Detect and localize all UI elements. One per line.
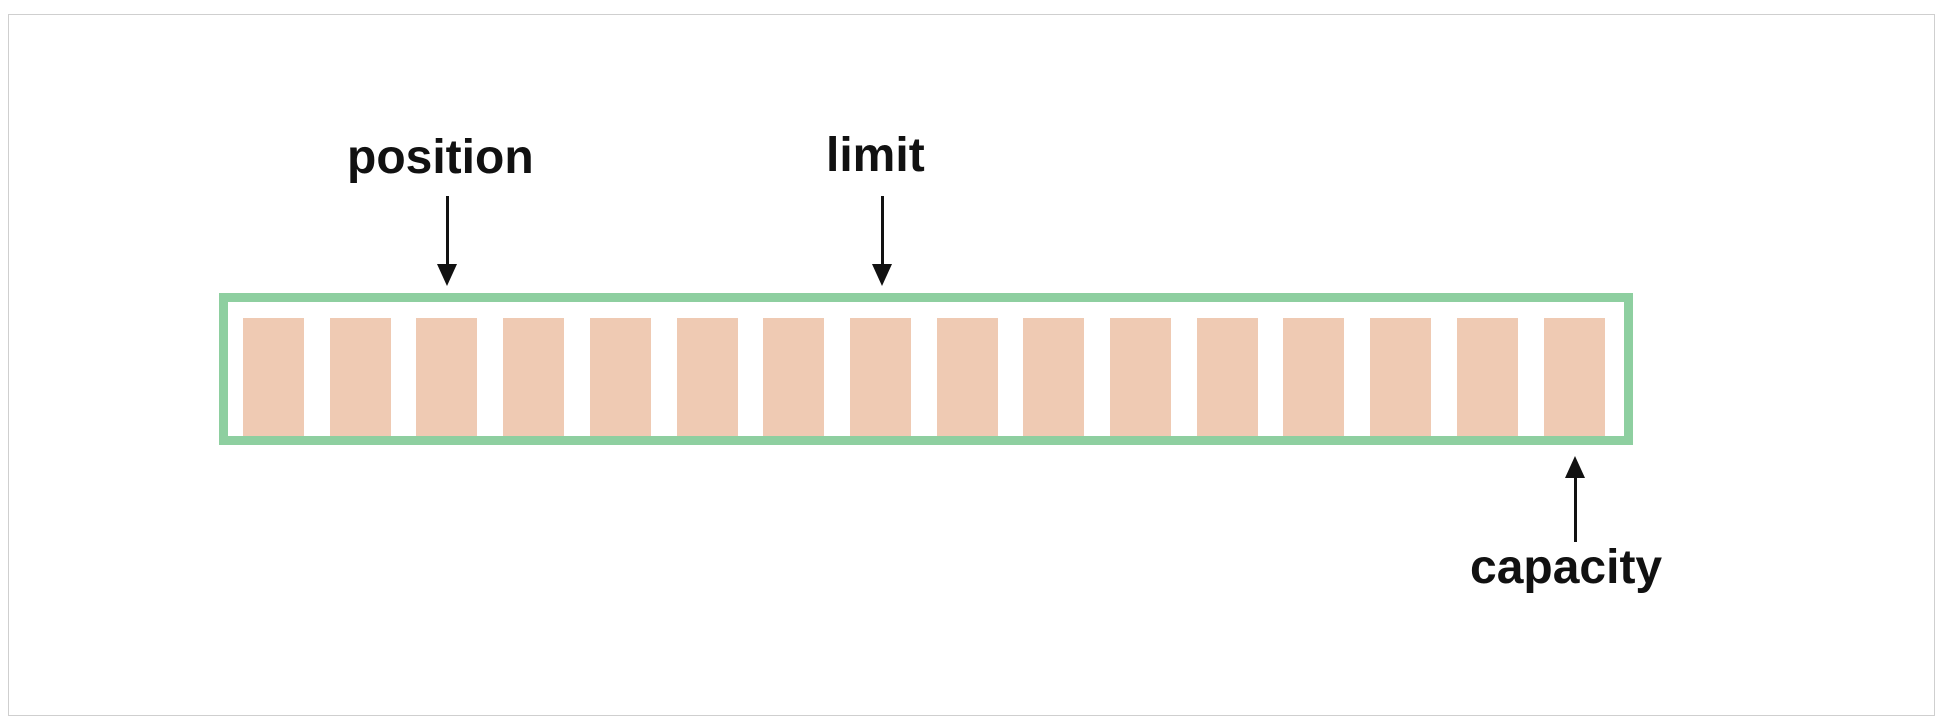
buffer-slot bbox=[1023, 318, 1085, 436]
buffer bbox=[219, 293, 1633, 445]
position-arrow-down-icon bbox=[437, 196, 457, 286]
buffer-slot bbox=[1110, 318, 1171, 436]
capacity-arrow-up-icon bbox=[1565, 456, 1585, 542]
buffer-slot bbox=[936, 318, 998, 436]
buffer-slot bbox=[1456, 318, 1518, 436]
buffer-slot bbox=[1196, 318, 1258, 436]
buffer-slot bbox=[329, 318, 391, 436]
limit-arrow-down-icon bbox=[872, 196, 892, 286]
buffer-slot bbox=[503, 318, 565, 436]
capacity-label: capacity bbox=[1470, 541, 1663, 594]
buffer-slot bbox=[676, 318, 738, 436]
buffer-slot bbox=[1370, 318, 1432, 436]
buffer-slot bbox=[1283, 318, 1345, 436]
buffer-slot bbox=[243, 318, 304, 436]
limit-label: limit bbox=[826, 129, 925, 182]
buffer-slot bbox=[416, 318, 478, 436]
buffer-slot bbox=[589, 318, 651, 436]
buffer-slot bbox=[763, 318, 825, 436]
buffer-slot bbox=[849, 318, 911, 436]
buffer-slot bbox=[1543, 318, 1605, 436]
position-label: position bbox=[347, 131, 534, 184]
